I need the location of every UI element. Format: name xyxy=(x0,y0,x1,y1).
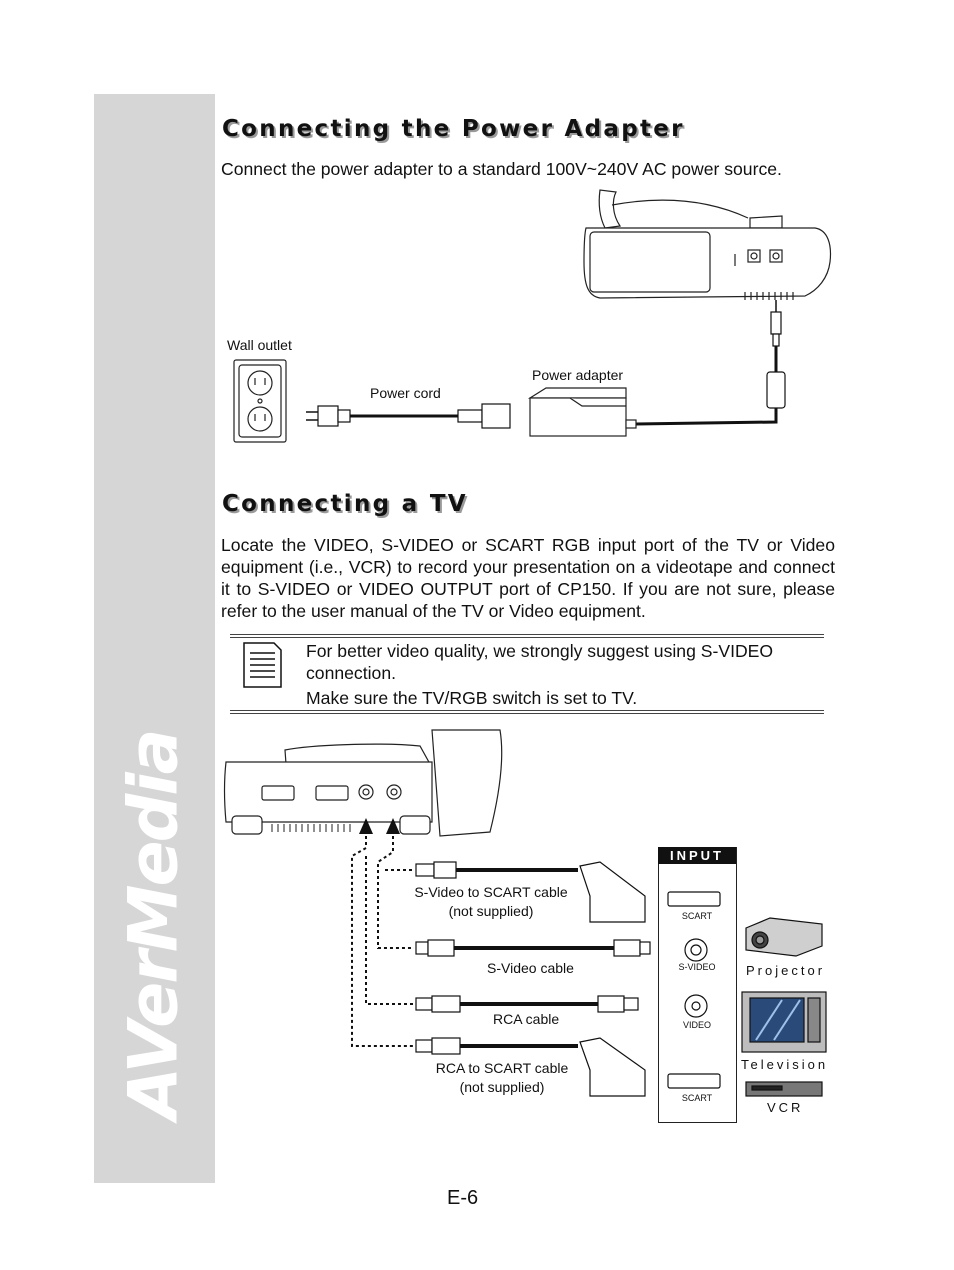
tv-instructions: Locate the VIDEO, S-VIDEO or SCART RGB i… xyxy=(221,535,835,621)
heading-connecting-tv: Connecting a TV xyxy=(222,491,468,517)
svideo-scart-label-2: (not supplied) xyxy=(448,903,534,919)
power-adapter-label: Power adapter xyxy=(532,367,624,383)
dotted-connectors xyxy=(351,836,414,1047)
wall-outlet-label: Wall outlet xyxy=(227,337,292,353)
rca-cable-label: RCA cable xyxy=(493,1011,560,1027)
input-port-video: VIDEO xyxy=(682,1020,711,1030)
input-ports xyxy=(667,891,721,1089)
page-number: E-6 xyxy=(447,1187,479,1209)
vcr-label: VCR xyxy=(767,1100,804,1115)
input-port-scart: SCART xyxy=(681,911,713,921)
television-label: Television xyxy=(741,1057,829,1072)
power-cord-label: Power cord xyxy=(370,385,441,401)
note-bottom-rule xyxy=(230,710,824,714)
port-arrows xyxy=(359,818,400,834)
document-camera-ports-illustration xyxy=(223,729,503,837)
dc-plug-cable xyxy=(635,300,786,426)
note-svideo-tip: For better video quality, we strongly su… xyxy=(306,641,774,683)
power-adapter-illustration xyxy=(527,387,637,437)
rca-to-scart-cable xyxy=(415,1037,646,1097)
rca-scart-label-1: RCA to SCART cable xyxy=(435,1060,569,1076)
projector-illustration xyxy=(745,917,823,957)
sidebar-band xyxy=(94,94,215,1183)
wall-outlet-illustration xyxy=(233,359,287,443)
heading-power-adapter: Connecting the Power Adapter xyxy=(222,116,685,142)
projector-label: Projector xyxy=(746,963,826,978)
power-cord-illustration xyxy=(306,403,511,429)
document-camera-rear-illustration xyxy=(583,189,832,300)
svideo-cable-label: S-Video cable xyxy=(487,960,574,976)
camera-vents xyxy=(271,824,351,832)
note-top-rule xyxy=(230,634,824,638)
note-icon xyxy=(243,642,282,688)
svideo-to-scart-cable xyxy=(415,861,646,923)
svideo-cable xyxy=(415,939,651,957)
vcr-illustration xyxy=(745,1081,823,1097)
rca-cable xyxy=(415,995,639,1013)
television-illustration xyxy=(741,991,827,1053)
svideo-scart-label-1: S-Video to SCART cable xyxy=(414,884,568,900)
input-panel-title: INPUT xyxy=(658,847,736,864)
input-port-svideo: S-VIDEO xyxy=(678,962,716,972)
power-adapter-instructions: Connect the power adapter to a standard … xyxy=(221,159,782,179)
note-tv-rgb-switch: Make sure the TV/RGB switch is set to TV… xyxy=(306,688,638,708)
input-port-scart-2: SCART xyxy=(681,1093,713,1103)
input-panel xyxy=(658,847,737,1123)
rca-scart-label-2: (not supplied) xyxy=(459,1079,545,1095)
